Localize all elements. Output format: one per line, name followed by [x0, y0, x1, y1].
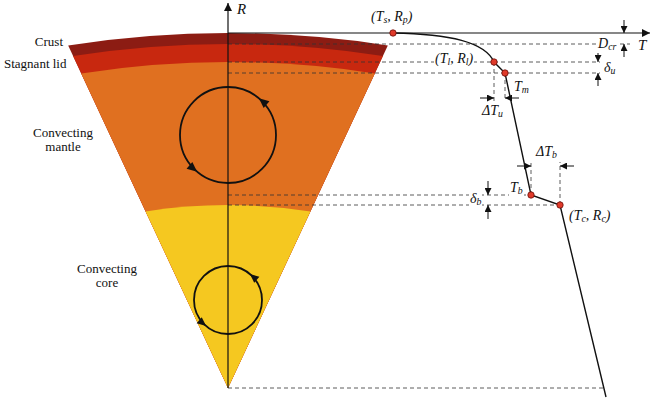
label-text: (T	[569, 208, 581, 223]
dimension-arrow	[488, 205, 489, 219]
label-text: ΔT	[482, 103, 498, 118]
dimension-arrow	[560, 166, 574, 167]
subscript: b	[518, 185, 523, 196]
label-text: D	[598, 36, 608, 51]
label-text: Stagnant lid	[4, 56, 66, 71]
profile-point	[502, 70, 508, 76]
label-text: , R	[450, 51, 466, 66]
guide-line	[228, 388, 604, 389]
dimension-label: δu	[603, 60, 616, 77]
arrowhead	[197, 317, 209, 329]
guide-line	[228, 62, 600, 63]
profile-points	[390, 30, 563, 208]
label-text: )	[408, 9, 413, 24]
dimension-arrow	[598, 73, 599, 86]
label-text: ΔT	[536, 144, 552, 159]
dimension-label: ΔTu	[481, 103, 504, 120]
guide-line	[228, 205, 560, 206]
point-label: (Tl, Rl)	[434, 51, 474, 68]
subscript: c	[581, 213, 585, 224]
label-text: T	[638, 37, 646, 53]
guide-line	[560, 162, 561, 205]
axes	[228, 3, 650, 388]
guide-line	[228, 44, 630, 45]
dimension-arrows	[480, 20, 624, 219]
profile-point	[390, 30, 396, 36]
dimension-arrow	[624, 20, 625, 33]
label-text: Crust	[35, 34, 63, 49]
arrowhead	[247, 271, 259, 283]
profile-point	[557, 202, 563, 208]
temperature-axis	[228, 32, 650, 33]
label-text: Convecting core	[77, 261, 137, 290]
layer-name: Crust	[28, 35, 64, 49]
label-text: R	[237, 1, 246, 17]
layer-name: Convecting core	[70, 262, 144, 291]
radius-axis	[227, 3, 228, 388]
layer-name: Convecting mantle	[26, 126, 100, 155]
label-text: , R	[387, 9, 403, 24]
axis-label: R	[236, 1, 247, 18]
label-text: T	[514, 79, 522, 94]
guide-lines	[228, 44, 630, 388]
subscript: p	[403, 14, 408, 25]
dimension-arrow	[480, 98, 494, 99]
dimension-label: Dcr	[597, 36, 617, 53]
label-text: )	[468, 51, 473, 66]
point-label: (Ts, Rp)	[370, 9, 413, 26]
dimension-arrow	[624, 44, 625, 57]
guide-line	[228, 195, 531, 196]
axis-label: T	[637, 37, 647, 54]
label-text: δ	[604, 60, 611, 75]
label-text: δ	[470, 191, 477, 206]
arrowhead	[187, 162, 200, 175]
subscript: b	[552, 149, 557, 160]
temperature-profile	[393, 33, 606, 397]
dimension-arrow	[517, 166, 531, 167]
layer-name: Stagnant lid	[3, 57, 67, 71]
label-text: Convecting mantle	[33, 125, 93, 154]
dimension-arrow	[505, 98, 519, 99]
label-text: , R	[586, 208, 602, 223]
dimension-arrow	[488, 181, 489, 195]
label-text: )	[606, 208, 611, 223]
subscript: l	[466, 56, 469, 67]
point-label: Tb	[509, 180, 524, 197]
profile-point	[528, 192, 534, 198]
guide-line	[228, 73, 600, 74]
subscript: m	[522, 84, 529, 95]
dimension-label: ΔTb	[535, 144, 558, 161]
subscript: b	[477, 196, 482, 207]
subscript: c	[601, 213, 605, 224]
arrowhead	[256, 95, 269, 108]
label-text: (T	[371, 9, 383, 24]
dimension-label: δb	[469, 191, 482, 208]
subscript: l	[447, 56, 450, 67]
subscript: cr	[608, 41, 616, 52]
label-text: T	[510, 180, 518, 195]
subscript: u	[498, 108, 503, 119]
subscript: u	[611, 65, 616, 76]
profile-point	[491, 59, 497, 65]
point-label: (Tc, Rc)	[568, 208, 611, 225]
guide-line	[494, 62, 495, 101]
point-label: Tm	[513, 79, 530, 96]
label-text: (T	[435, 51, 447, 66]
subscript: s	[383, 14, 387, 25]
